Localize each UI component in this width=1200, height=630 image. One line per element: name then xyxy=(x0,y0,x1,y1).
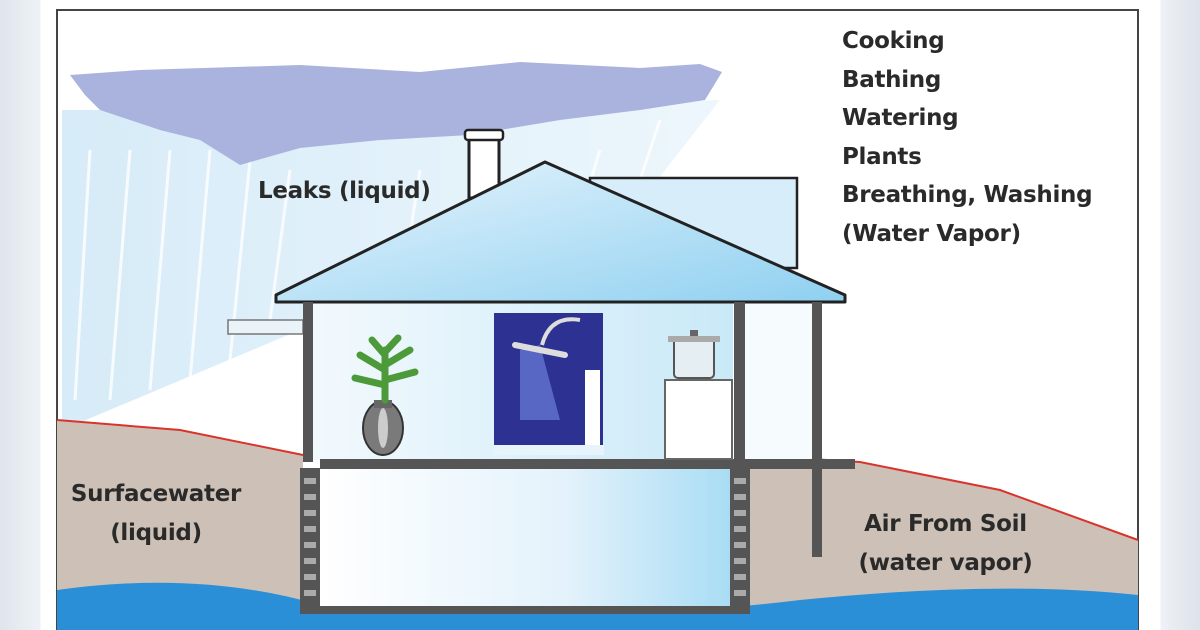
label-surfacewater: Surfacewater (liquid) xyxy=(66,475,246,552)
ground-right xyxy=(745,455,1138,630)
ground-edge-left xyxy=(56,419,304,456)
window-awning xyxy=(227,319,304,335)
porch xyxy=(745,303,812,460)
roof xyxy=(274,160,847,304)
main-floor xyxy=(320,459,855,469)
ground-left xyxy=(57,420,303,630)
label-breathing-washing: Breathing, Washing xyxy=(842,182,1093,208)
potted-plant xyxy=(351,334,419,456)
shower xyxy=(494,313,604,455)
chimney-cap xyxy=(463,128,505,142)
label-bathing: Bathing xyxy=(842,66,942,93)
label-air-from-soil-title: Air From Soil xyxy=(864,511,1027,537)
foundation-blocks xyxy=(304,478,746,596)
groundwater xyxy=(57,582,1138,630)
label-leaks: Leaks (liquid) xyxy=(258,178,431,204)
label-indoor-sources: Cooking Bathing Watering Plants Breathin… xyxy=(842,22,1093,253)
label-surfacewater-state: (liquid) xyxy=(110,519,202,546)
porch-post xyxy=(812,302,822,557)
basement-floor xyxy=(300,606,750,614)
basement xyxy=(320,468,732,608)
label-plants: Plants xyxy=(842,143,922,170)
rain-cloud xyxy=(70,62,722,165)
label-surfacewater-title: Surfacewater xyxy=(70,481,242,507)
stove-with-pot xyxy=(664,330,733,460)
left-wall xyxy=(303,302,313,462)
label-cooking: Cooking xyxy=(842,28,945,54)
right-wall xyxy=(734,302,745,462)
label-watering: Watering xyxy=(842,105,959,131)
label-air-from-soil: Air From Soil (water vapor) xyxy=(848,505,1043,582)
label-water-vapor: (Water Vapor) xyxy=(842,220,1021,247)
label-air-from-soil-state: (water vapor) xyxy=(858,549,1033,576)
